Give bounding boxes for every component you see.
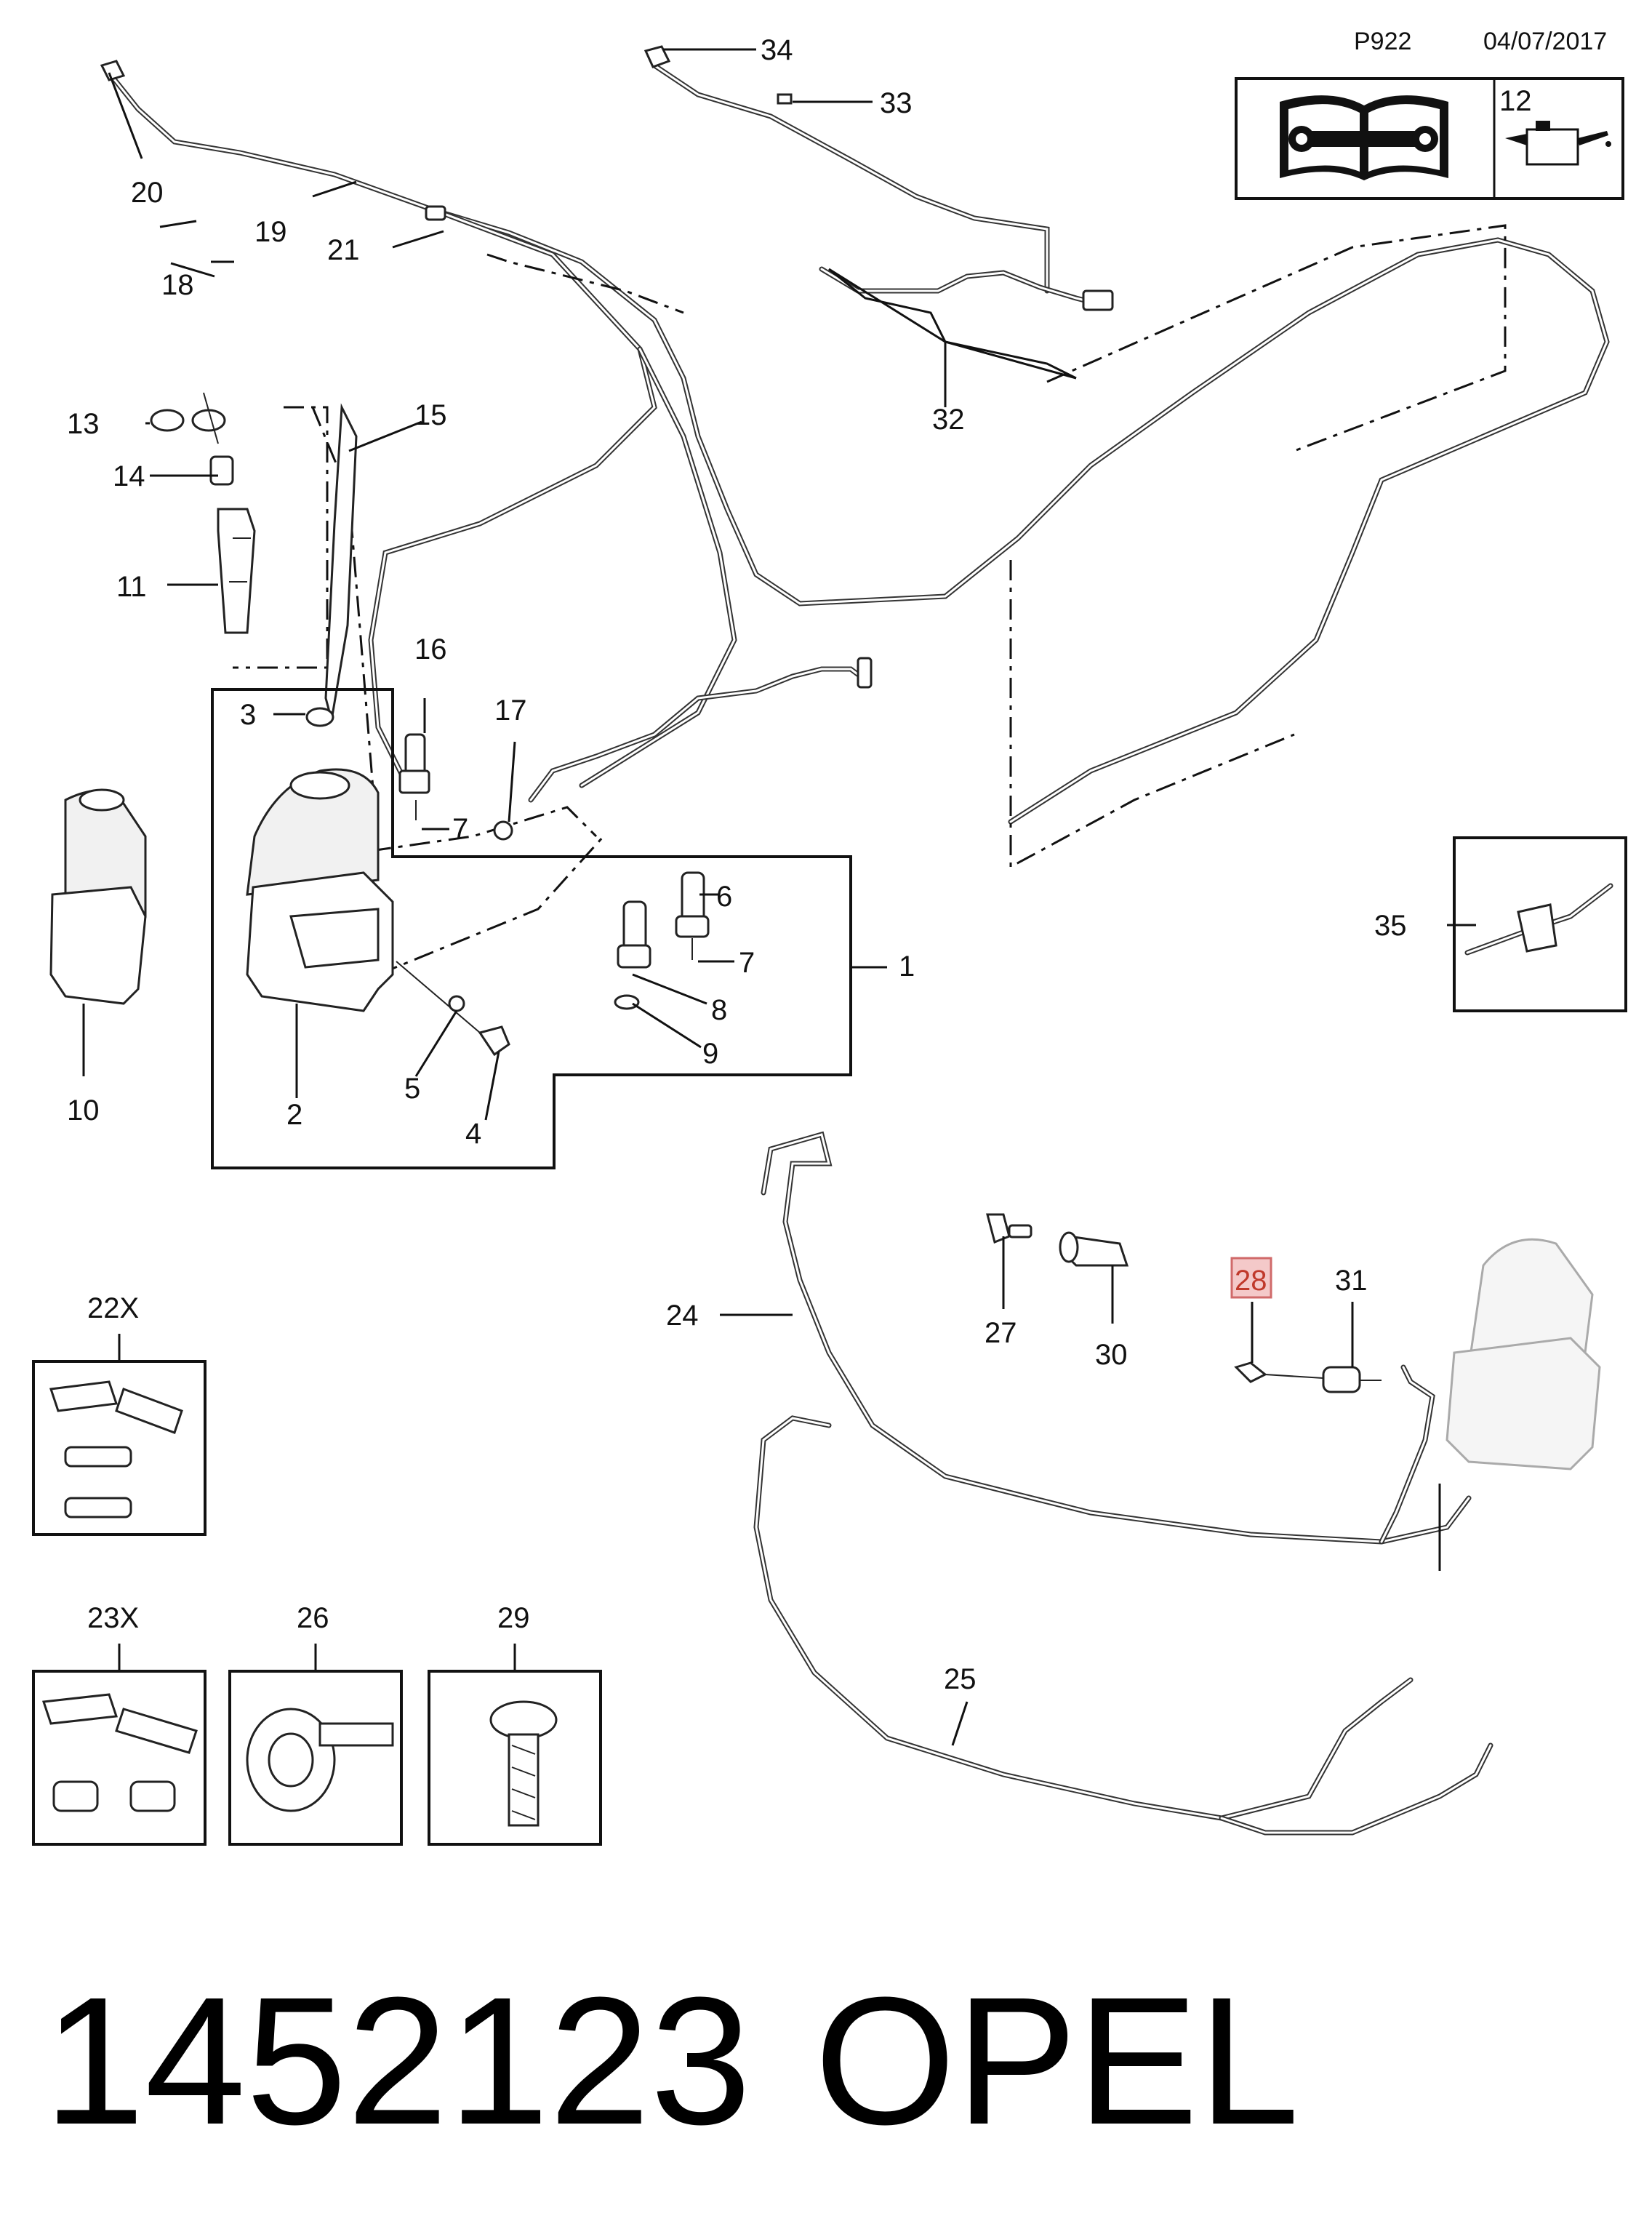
callout-14: 14	[113, 460, 145, 492]
callout-10: 10	[67, 1095, 100, 1126]
callout-21: 21	[327, 234, 360, 266]
callout-27: 27	[985, 1317, 1017, 1349]
box-26	[228, 1670, 403, 1846]
part-17-grommet	[493, 820, 513, 841]
box-22x	[32, 1360, 206, 1536]
callout-4: 4	[465, 1118, 481, 1150]
ghost-reservoir	[1446, 1238, 1601, 1470]
callout-7a: 7	[452, 813, 468, 845]
box-23x	[32, 1670, 206, 1846]
callout-16: 16	[414, 633, 447, 665]
callout-26: 26	[297, 1602, 329, 1634]
oil-can-label: 12	[1499, 85, 1532, 117]
callout-numbers: 34 33 32 20 19 21 18 13 14 11 15 16 17 3…	[67, 34, 1407, 1695]
part-4-5-sensor	[396, 961, 510, 1057]
part-16-washer-pump	[398, 733, 430, 820]
callout-20: 20	[131, 177, 164, 209]
part-28-clip	[1234, 1361, 1267, 1383]
part-10-reservoir	[49, 788, 147, 1005]
callout-7b: 7	[739, 947, 755, 979]
kit-1-outline	[211, 688, 852, 1169]
part-27-connector	[986, 1213, 1032, 1244]
repair-manual-icon	[1280, 95, 1448, 180]
callout-19: 19	[254, 216, 287, 248]
callout-28: 28	[1235, 1265, 1267, 1297]
callout-34: 34	[761, 34, 793, 66]
diagram-date: 04/07/2017	[1483, 28, 1607, 55]
legend-box: 12	[1235, 77, 1624, 200]
oil-can-icon	[1505, 121, 1611, 166]
lower-hose-25	[753, 1415, 1493, 1836]
part-31-pump	[1264, 1366, 1382, 1393]
upper-hose-routing	[100, 45, 1610, 825]
callout-11: 11	[116, 571, 147, 603]
callout-8: 8	[711, 994, 727, 1026]
box-29	[428, 1670, 602, 1846]
lower-hose-branch	[1379, 1364, 1441, 1571]
callout-33: 33	[880, 87, 913, 119]
part-11-filler-neck	[150, 392, 256, 634]
callout-29: 29	[497, 1602, 530, 1634]
callout-22x: 22X	[87, 1292, 139, 1324]
part-2-washer-reservoir	[246, 707, 394, 1012]
callout-13: 13	[67, 408, 100, 440]
part-number: 1452123	[44, 1959, 751, 2162]
part-6-8-pumps	[614, 871, 710, 1010]
callout-23x: 23X	[87, 1602, 139, 1634]
callout-1: 1	[899, 951, 915, 983]
callout-6: 6	[716, 881, 732, 913]
callout-2: 2	[286, 1099, 302, 1131]
callout-3: 3	[240, 699, 256, 731]
callout-15: 15	[414, 399, 447, 431]
lower-hose-24	[761, 1131, 1472, 1545]
part-30-cap	[1059, 1231, 1129, 1267]
callout-31: 31	[1335, 1265, 1368, 1297]
callout-leaders	[82, 48, 1476, 1746]
callout-35: 35	[1374, 910, 1407, 942]
callout-5: 5	[404, 1073, 420, 1105]
callout-25: 25	[944, 1663, 977, 1695]
part-15-filler-rod	[324, 403, 358, 721]
callout-17: 17	[494, 695, 527, 727]
callout-32: 32	[932, 404, 965, 436]
part-28-highlight	[1230, 1257, 1272, 1299]
callout-18: 18	[161, 269, 194, 301]
callout-9: 9	[702, 1038, 718, 1070]
callout-24: 24	[666, 1300, 699, 1332]
callout-30: 30	[1095, 1339, 1128, 1371]
diagram-code: P922	[1354, 28, 1411, 55]
part-35-clip-box	[1453, 836, 1627, 1012]
brand-name: OPEL	[814, 1959, 1299, 2162]
